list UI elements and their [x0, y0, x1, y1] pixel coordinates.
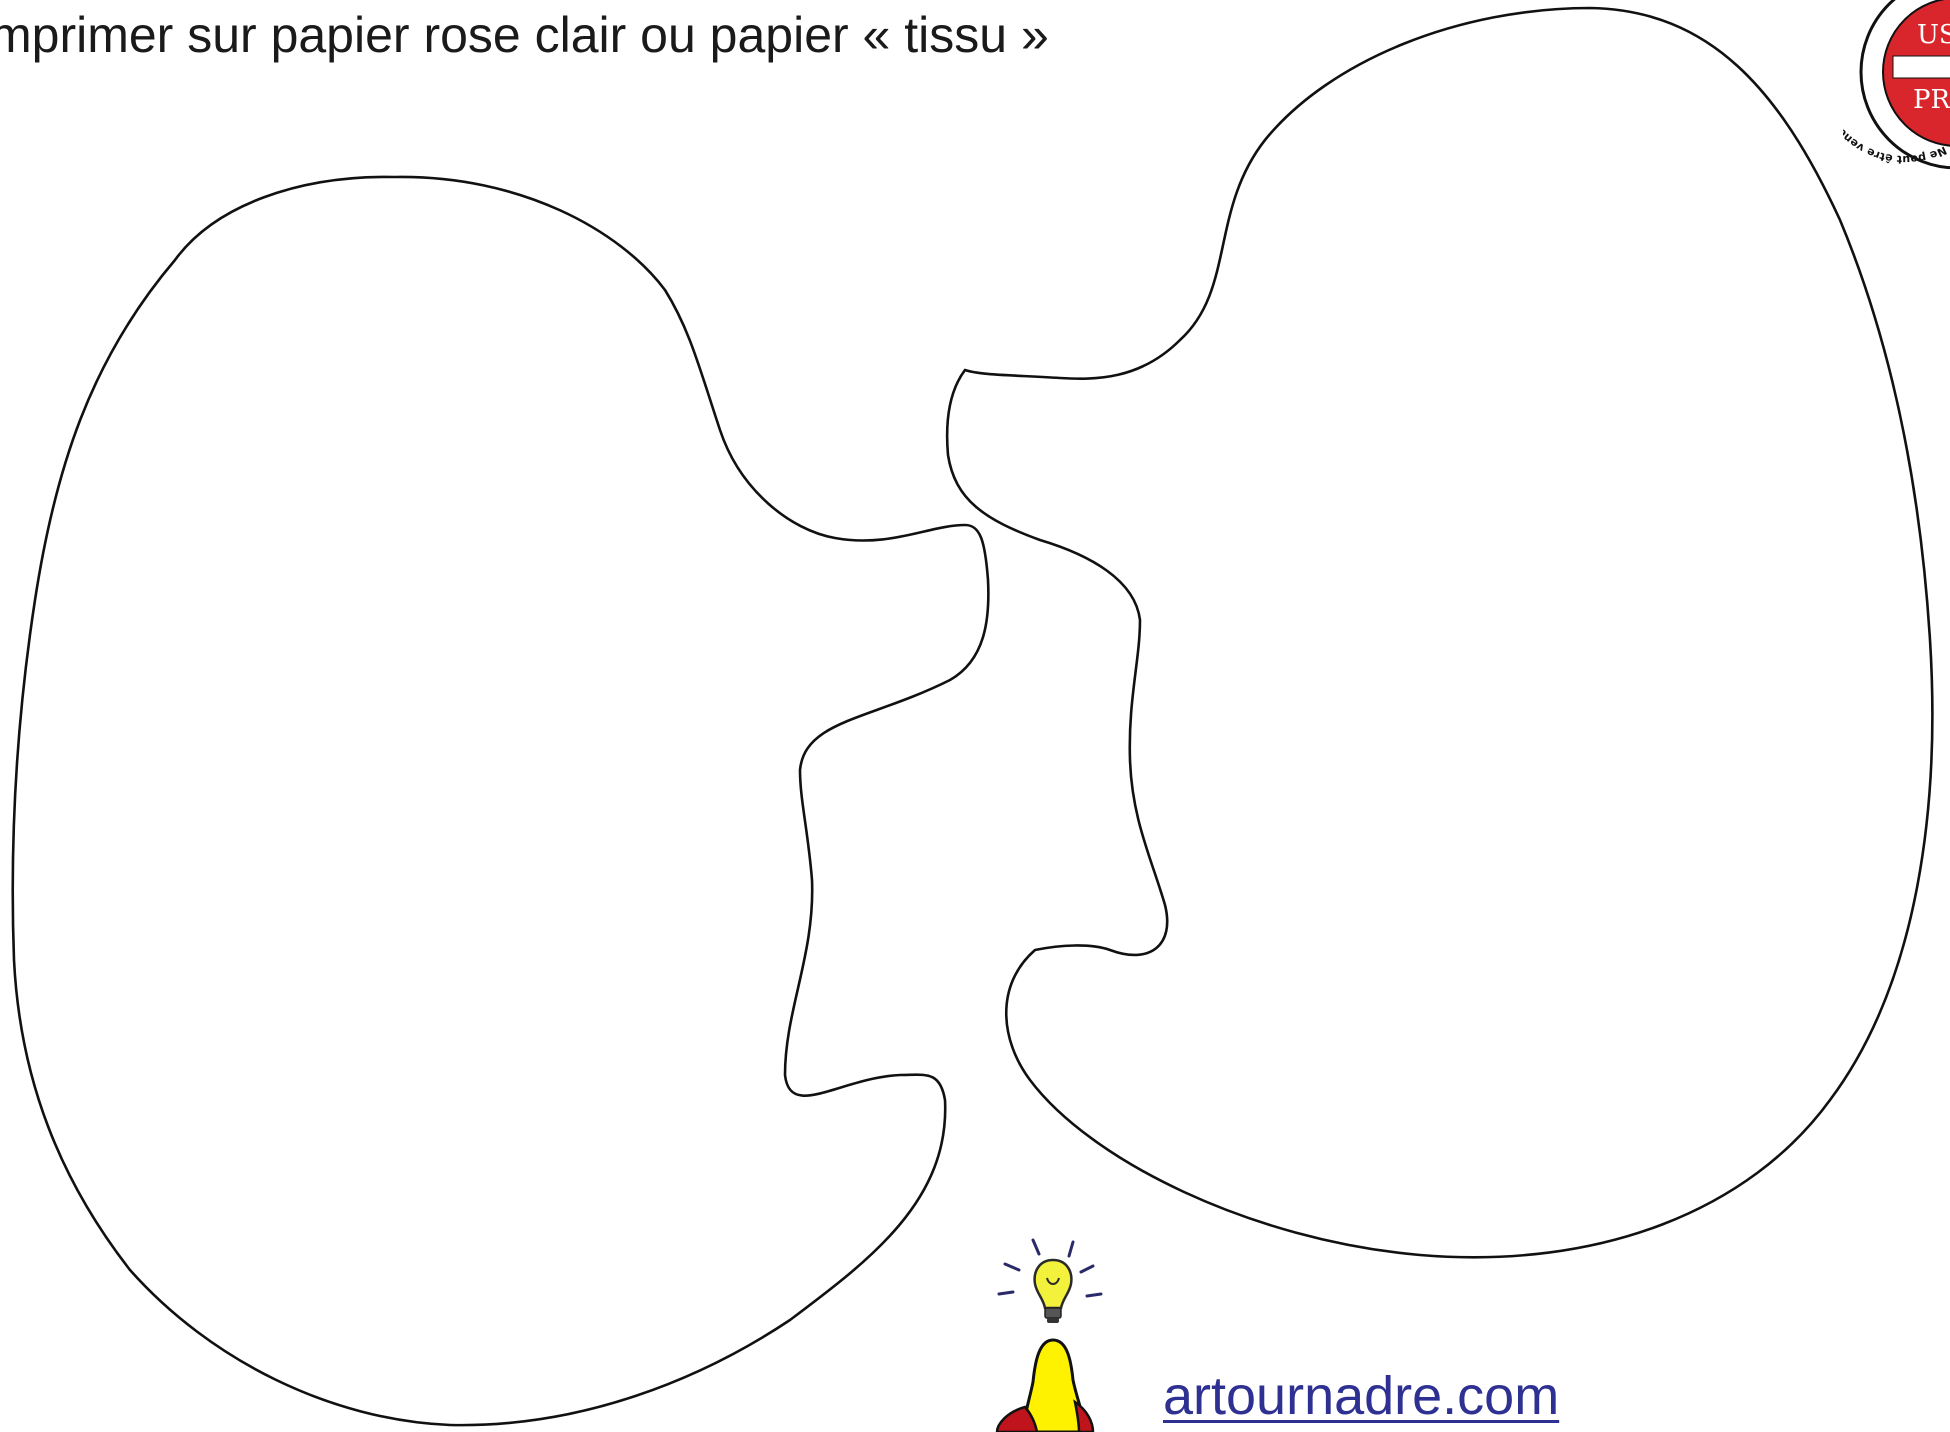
usage-prive-stamp-icon: USA PRI Ne peut être vendu • Ne Peut: [1843, 0, 1950, 170]
stamp-line2: PRI: [1913, 85, 1950, 115]
stamp-line1: USA: [1917, 20, 1950, 50]
left-lung-outline: [11, 175, 990, 1427]
site-link[interactable]: artournadre.com: [1163, 1366, 1560, 1426]
instruction-text: mprimer sur papier rose clair ou papier …: [0, 7, 1049, 63]
lightbulb-idea-mascot-icon: [995, 1238, 1103, 1432]
right-lung-outline: [945, 6, 1934, 1259]
